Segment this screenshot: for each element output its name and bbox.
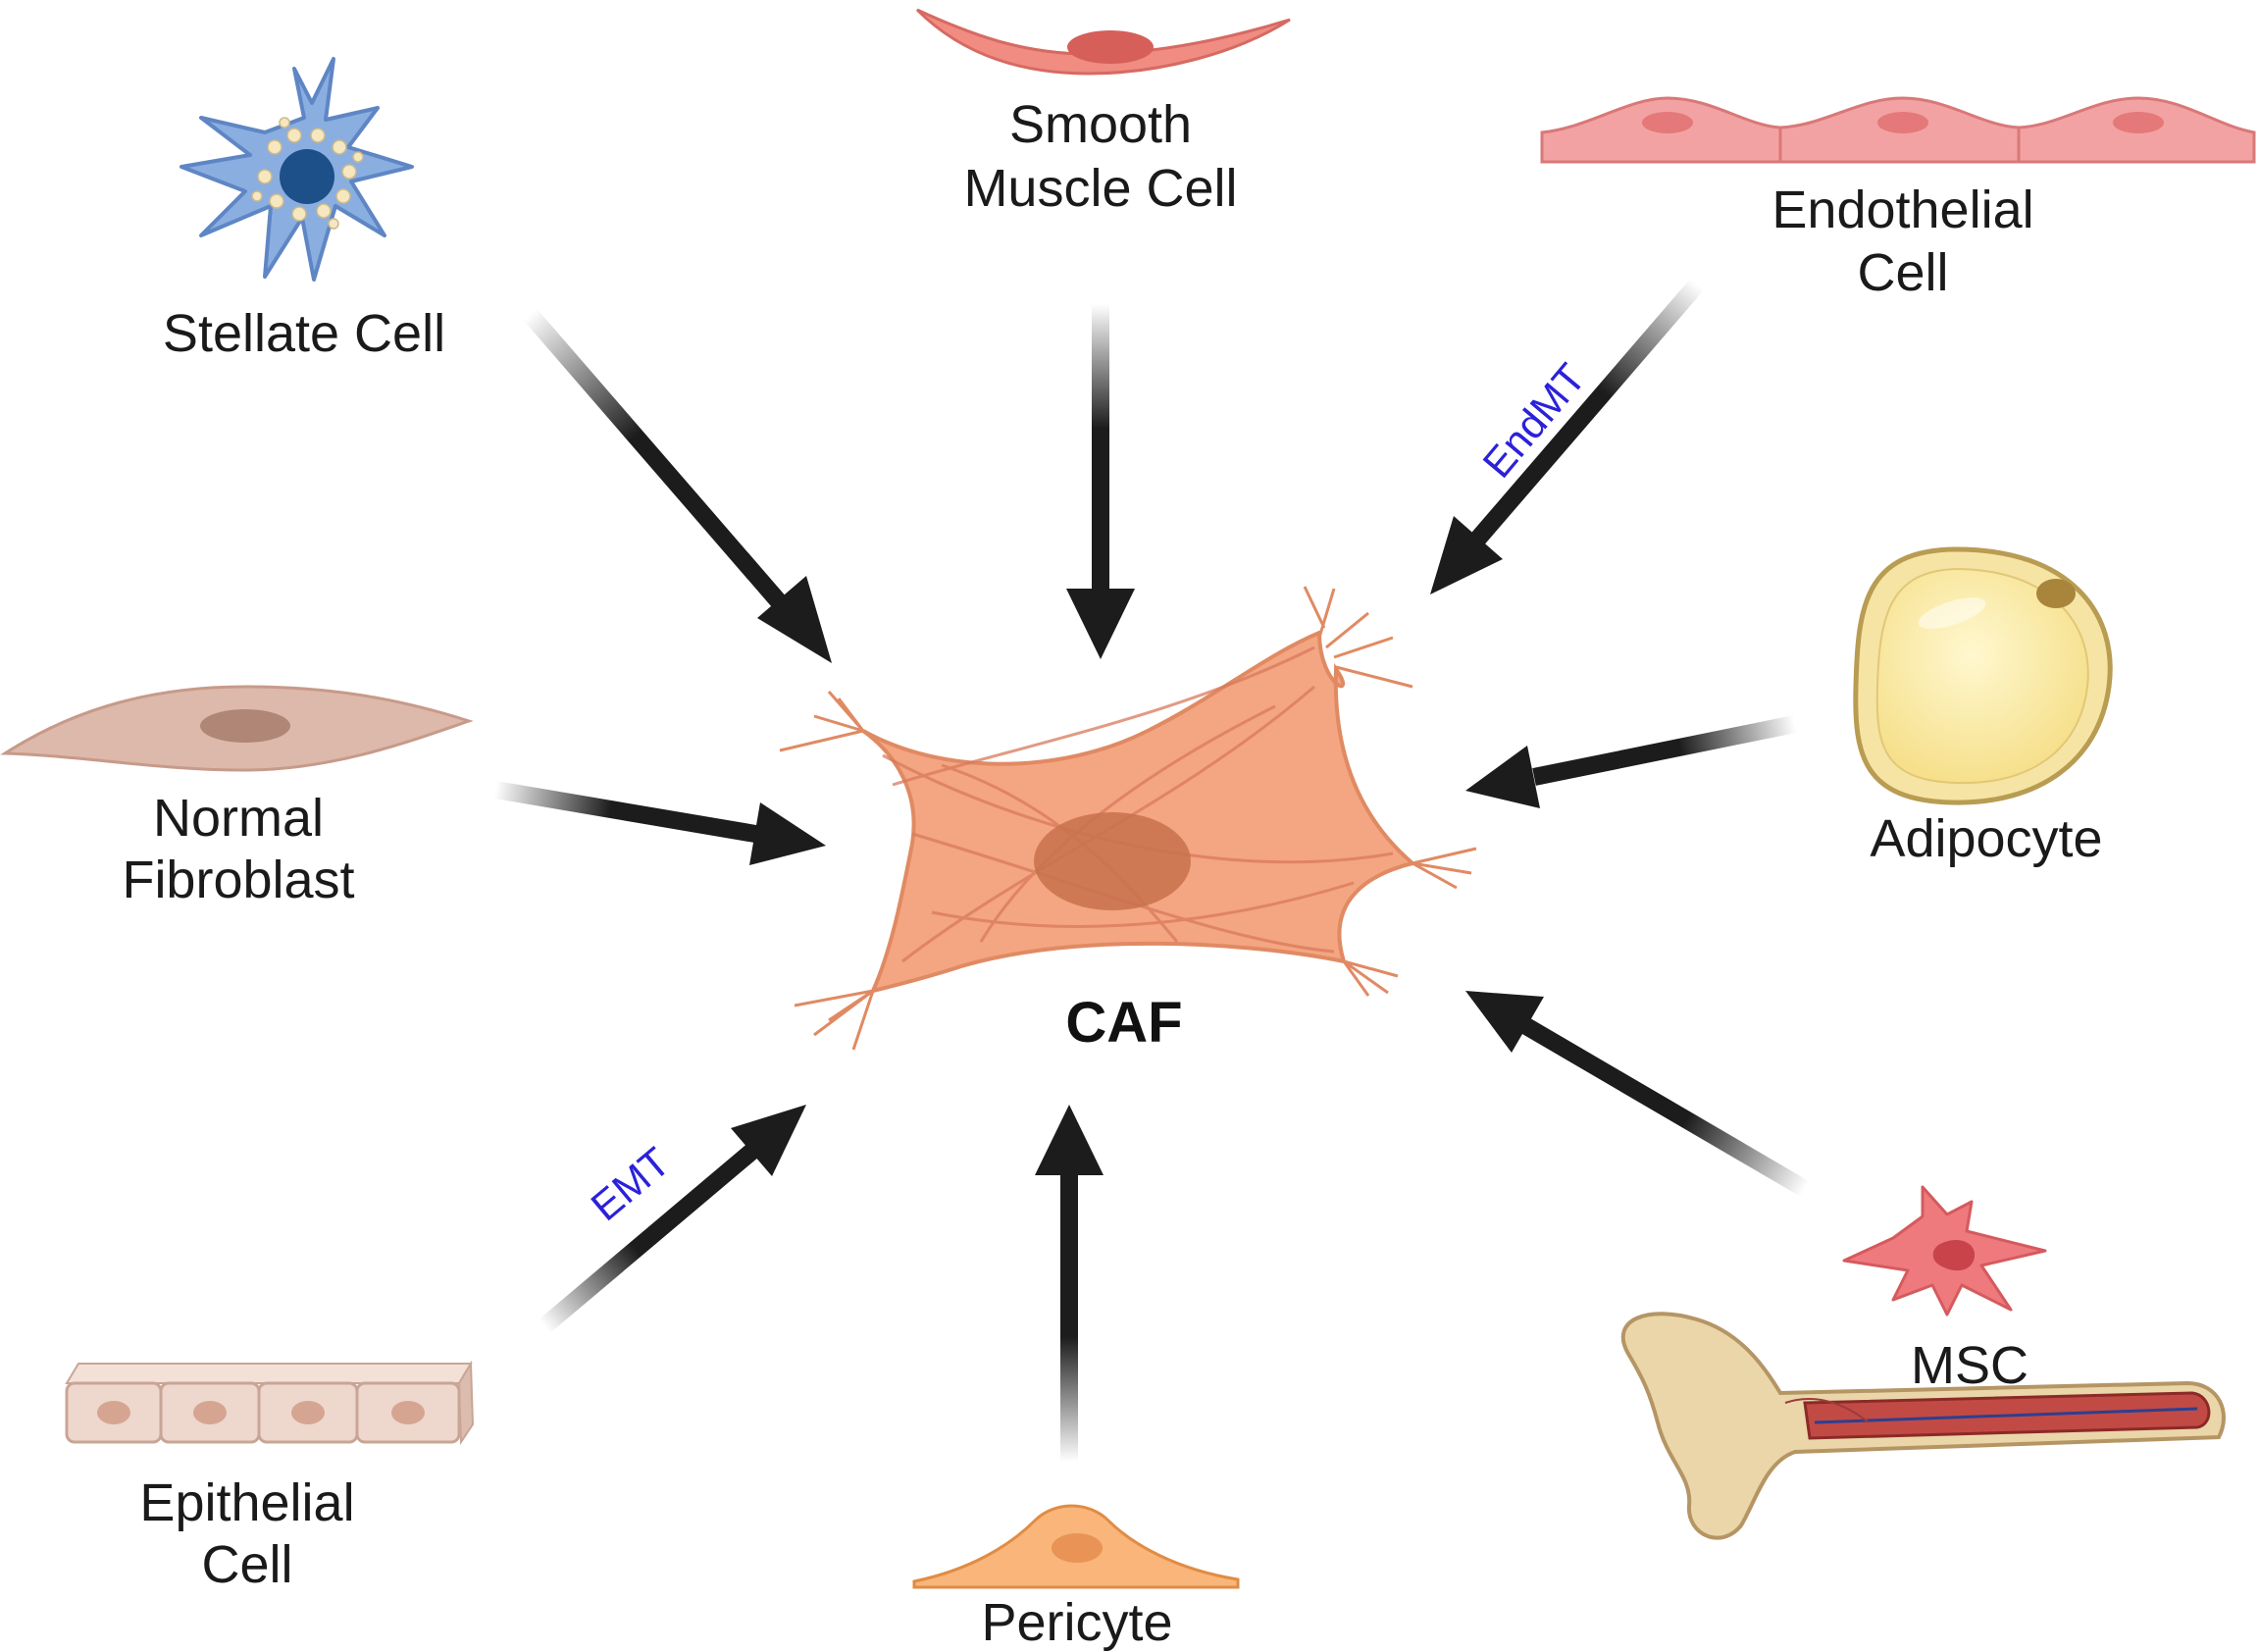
caf-cell [779, 586, 1477, 1051]
pericyte-icon [912, 1504, 1240, 1589]
caf-nucleus [1034, 812, 1191, 910]
bone-icon [1620, 1312, 2226, 1540]
arrow-endothelial-to-caf [1430, 279, 1704, 594]
normal-fibroblast-icon [0, 685, 474, 772]
arrow-pericyte-to-caf [1035, 1105, 1104, 1462]
stellate-cell-label: Stellate Cell [163, 304, 445, 363]
smooth-muscle-cell-icon [915, 8, 1291, 76]
normal-fibroblast-label-line2: Fibroblast [122, 851, 354, 909]
adipocyte-label: Adipocyte [1870, 809, 2102, 868]
arrow-adipocyte-to-caf [1465, 715, 1797, 808]
stellate-cell-icon [180, 57, 414, 282]
caf-label: CAF [1065, 991, 1182, 1055]
epithelial-label-line2: Cell [201, 1535, 292, 1594]
arrow-fibroblast-to-caf [493, 781, 826, 865]
endothelial-cell-icon [1540, 96, 2256, 164]
arrow-stellate-to-caf [523, 308, 832, 663]
pericyte-label: Pericyte [981, 1593, 1172, 1652]
adipocyte-icon [1853, 546, 2113, 805]
smooth-muscle-label-line1: Smooth [1009, 95, 1192, 154]
arrow-epithelial-to-caf [539, 1105, 806, 1333]
caf-filopodia [779, 586, 1477, 1051]
arrow-smooth-muscle-to-caf [1066, 304, 1135, 659]
arrow-msc-to-caf [1465, 991, 1810, 1197]
msc-icon [1842, 1185, 2047, 1316]
normal-fibroblast-label-line1: Normal [153, 789, 324, 848]
epithelial-label-line1: Epithelial [139, 1473, 354, 1532]
endothelial-label-line2: Cell [1857, 243, 1948, 302]
msc-label: MSC [1911, 1336, 2028, 1395]
epithelial-cell-icon [65, 1360, 475, 1446]
endothelial-label-line1: Endothelial [1771, 181, 2033, 239]
smooth-muscle-label-line2: Muscle Cell [963, 159, 1237, 218]
